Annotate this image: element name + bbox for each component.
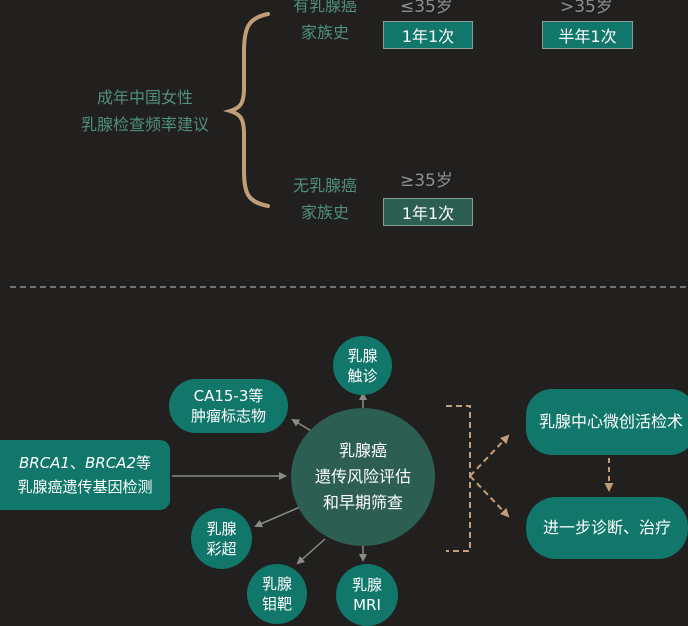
marker-line1: CA15-3等 xyxy=(193,387,264,405)
mammo-line2: 钼靶 xyxy=(261,595,292,613)
biopsy-node: 乳腺中心微创活检术 xyxy=(526,389,688,455)
center-line3: 和早期筛查 xyxy=(322,493,403,512)
ultrasound-line2: 彩超 xyxy=(206,539,237,558)
gene-line2: 乳腺癌遗传基因检测 xyxy=(17,478,153,496)
no-freq-badge: 1年1次 xyxy=(383,198,473,226)
history-yes-label: 有乳腺癌 家族史 xyxy=(280,0,370,46)
gene-line1: BRCA1、BRCA2等 xyxy=(19,451,151,475)
ultrasound-node: 乳腺 彩超 xyxy=(191,508,252,569)
recommendation-title: 成年中国女性 乳腺检查频率建议 xyxy=(60,84,230,138)
gene-suffix: 等 xyxy=(136,454,152,472)
mri-line2: MRI xyxy=(353,596,381,614)
yes-freq-a-badge: 1年1次 xyxy=(383,21,473,49)
tumor-marker-node: CA15-3等 肿瘤标志物 xyxy=(169,379,288,433)
curly-brace xyxy=(223,12,270,208)
palpation-line1: 乳腺 xyxy=(347,346,378,365)
history-no-line2: 家族史 xyxy=(300,203,349,222)
ultrasound-line1: 乳腺 xyxy=(206,519,237,538)
history-yes-line2: 家族史 xyxy=(300,23,349,42)
yes-age-b: >35岁 xyxy=(560,0,613,17)
gene-brca2: BRCA2 xyxy=(85,454,136,472)
center-risk-node: 乳腺癌 遗传风险评估 和早期筛查 xyxy=(291,408,435,546)
yes-age-a: ≤35岁 xyxy=(400,0,453,17)
palpation-node: 乳腺 触诊 xyxy=(333,336,392,395)
mammo-line1: 乳腺 xyxy=(261,575,292,593)
title-line2: 乳腺检查频率建议 xyxy=(80,115,209,134)
center-line1: 乳腺癌 xyxy=(338,441,387,460)
marker-line2: 肿瘤标志物 xyxy=(190,407,266,425)
mri-line1: 乳腺 xyxy=(351,576,382,594)
palpation-line2: 触诊 xyxy=(347,366,378,385)
mammography-node: 乳腺 钼靶 xyxy=(247,564,307,624)
history-no-line1: 无乳腺癌 xyxy=(292,176,357,195)
title-line1: 成年中国女性 xyxy=(96,88,193,107)
dashed-bracket xyxy=(446,405,471,552)
gene-test-node: BRCA1、BRCA2等 乳腺癌遗传基因检测 xyxy=(0,440,170,510)
diagnosis-node: 进一步诊断、治疗 xyxy=(526,497,688,559)
history-yes-line1: 有乳腺癌 xyxy=(292,0,357,15)
no-age: ≥35岁 xyxy=(400,171,453,191)
gene-sep: 、 xyxy=(69,454,85,472)
history-no-label: 无乳腺癌 家族史 xyxy=(280,172,370,226)
yes-freq-b-badge: 半年1次 xyxy=(542,21,633,49)
mri-node: 乳腺 MRI xyxy=(336,564,398,626)
center-line2: 遗传风险评估 xyxy=(314,467,411,486)
gene-brca1: BRCA1 xyxy=(18,454,70,472)
